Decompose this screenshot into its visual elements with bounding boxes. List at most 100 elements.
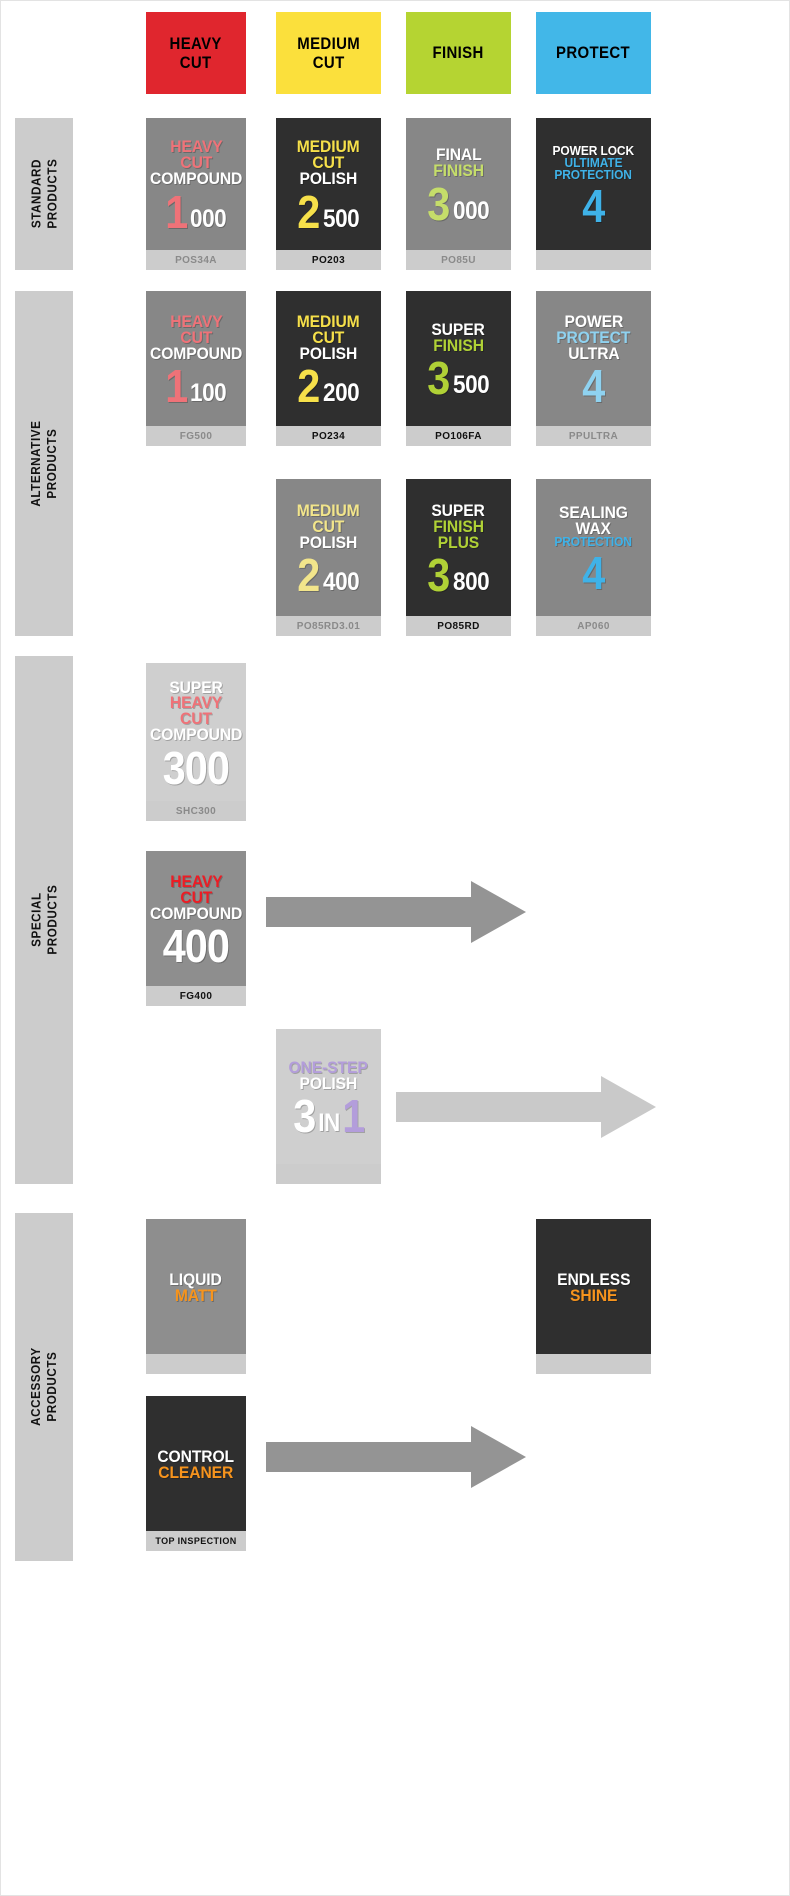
product-number: 300 — [162, 741, 230, 794]
product-number: 3 — [293, 1090, 316, 1143]
product-card-one-step-3in1-body: ONE-STEP POLISH 3 IN 1 — [276, 1029, 381, 1164]
product-title-line2: WAX — [575, 518, 612, 538]
column-header-protect-label: PROTECT — [556, 43, 631, 63]
product-number: 3 — [427, 177, 450, 230]
product-code: POS34A — [146, 250, 246, 270]
product-card-heavy-cut-400[interactable]: HEAVY CUT COMPOUND 400 FG400 — [146, 851, 246, 1006]
product-title-line3: POLISH — [299, 532, 358, 552]
product-card-liquid-matt-body: LIQUID MATT — [146, 1219, 246, 1354]
product-card-heavy-cut-1000[interactable]: HEAVY CUT COMPOUND 1 000 POS34A — [146, 118, 246, 270]
product-code: SHC300 — [146, 801, 246, 821]
product-card-super-finish-plus-3800[interactable]: SUPER FINISH PLUS 3 800 PO85RD — [406, 479, 511, 636]
product-title-line2: FINISH — [433, 516, 484, 536]
product-number-suffix: 800 — [452, 568, 490, 597]
product-code: FG400 — [146, 986, 246, 1006]
product-title-line1: FINAL — [435, 145, 482, 165]
product-card-sealing-wax-4[interactable]: SEALING WAX PROTECTION 4 AP060 — [536, 479, 651, 636]
product-title-line3: PLUS — [437, 532, 480, 552]
product-title-line3: POLISH — [299, 343, 358, 363]
product-title-line2: POLISH — [299, 1073, 358, 1093]
product-title-line2: HEAVY CUT — [169, 693, 223, 729]
product-title-line1: ENDLESS — [556, 1269, 631, 1289]
product-title-line1: SUPER — [431, 500, 486, 520]
product-card-medium-cut-2200[interactable]: MEDIUM CUT POLISH 2 200 PO234 — [276, 291, 381, 446]
product-code-blank — [276, 1164, 381, 1184]
product-code: PO203 — [276, 250, 381, 270]
product-card-power-lock-4[interactable]: POWER LOCK ULTIMATE PROTECTION 4 — [536, 118, 651, 270]
product-card-control-cleaner-body: CONTROL CLEANER — [146, 1396, 246, 1531]
product-code: PO106FA — [406, 426, 511, 446]
product-number-group: 3 500 — [426, 356, 491, 402]
product-title-line3: COMPOUND — [149, 343, 243, 363]
product-number-group: 2 500 — [296, 189, 361, 235]
product-code: PO234 — [276, 426, 381, 446]
product-title-line3: PROTECTION — [554, 167, 633, 183]
product-number-suffix: IN — [317, 1109, 340, 1138]
product-number-group: 4 — [581, 363, 606, 409]
product-number-suffix: 500 — [452, 371, 490, 400]
product-number-group: 2 200 — [296, 360, 361, 413]
product-code — [536, 250, 651, 270]
arrow-right-icon-heavy-cut-400 — [266, 881, 526, 943]
product-card-super-finish-3500[interactable]: SUPER FINISH 3 500 PO106FA — [406, 291, 511, 446]
product-card-one-step-3in1[interactable]: ONE-STEP POLISH 3 IN 1 — [276, 1029, 381, 1184]
product-title-line3: COMPOUND — [149, 724, 243, 744]
product-title-line2: CLEANER — [158, 1462, 234, 1482]
product-card-endless-shine[interactable]: ENDLESS SHINE — [536, 1219, 651, 1374]
product-card-power-protect-ultra-4[interactable]: POWER PROTECT ULTRA 4 PPULTRA — [536, 291, 651, 446]
product-title-line2: FINISH — [433, 161, 484, 181]
column-header-finish-label: FINISH — [432, 43, 485, 63]
product-title-line1: SUPER — [169, 677, 223, 697]
product-card-medium-cut-2500-body: MEDIUM CUT POLISH 2 500 — [276, 118, 381, 250]
product-card-control-cleaner[interactable]: CONTROL CLEANER TOP INSPECTION — [146, 1396, 246, 1551]
product-title-line3: COMPOUND — [149, 903, 243, 923]
product-number-group: 3 800 — [426, 549, 491, 602]
product-number: 3 — [427, 549, 450, 602]
product-number-suffix: 000 — [190, 204, 227, 233]
product-code: PPULTRA — [536, 426, 651, 446]
product-title-line2: FINISH — [433, 335, 484, 355]
product-card-super-heavy-cut-300-body: SUPER HEAVY CUT COMPOUND 300 — [146, 663, 246, 801]
product-number-suffix: 400 — [322, 568, 360, 597]
product-title-line1: ONE-STEP — [288, 1057, 369, 1077]
product-title-line3: PROTECTION — [554, 534, 633, 550]
product-number: 1 — [164, 185, 188, 238]
product-card-medium-cut-2400[interactable]: MEDIUM CUT POLISH 2 400 PO85RD3.01 — [276, 479, 381, 636]
product-number-suffix2: 1 — [341, 1090, 365, 1143]
product-title-line2: CUT — [180, 153, 212, 173]
product-card-final-finish-3000[interactable]: FINAL FINISH 3 000 PO85U — [406, 118, 511, 270]
product-code: FG500 — [146, 426, 246, 446]
product-card-medium-cut-2500[interactable]: MEDIUM CUT POLISH 2 500 PO203 — [276, 118, 381, 270]
product-number-suffix: 000 — [452, 196, 490, 225]
arrow-right-icon-one-step — [396, 1076, 656, 1138]
product-title-line1: LIQUID — [169, 1269, 223, 1289]
product-card-super-heavy-cut-300[interactable]: SUPER HEAVY CUT COMPOUND 300 SHC300 — [146, 663, 246, 821]
product-card-power-lock-4-body: POWER LOCK ULTIMATE PROTECTION 4 — [536, 118, 651, 250]
column-header-finish: FINISH — [406, 12, 511, 94]
product-card-final-finish-3000-body: FINAL FINISH 3 000 — [406, 118, 511, 250]
product-card-liquid-matt[interactable]: LIQUID MATT — [146, 1219, 246, 1374]
product-title-line2: ULTIMATE — [564, 155, 623, 171]
product-title-line2: PROTECT — [556, 327, 631, 347]
product-card-super-finish-3500-body: SUPER FINISH 3 500 — [406, 291, 511, 426]
product-card-sealing-wax-4-body: SEALING WAX PROTECTION 4 — [536, 479, 651, 616]
product-number-group: 3 000 — [426, 177, 491, 230]
product-code: PO85RD — [406, 616, 511, 636]
product-title-line1: HEAVY — [169, 871, 223, 891]
product-title-line2: MATT — [175, 1285, 217, 1305]
product-title-line1: MEDIUM — [297, 500, 360, 520]
product-number-group: 4 — [581, 551, 606, 597]
product-card-heavy-cut-1100[interactable]: HEAVY CUT COMPOUND 1 100 FG500 — [146, 291, 246, 446]
product-title-line1: HEAVY — [169, 311, 223, 331]
product-title-line1: SUPER — [431, 319, 486, 339]
product-code: PO85U — [406, 250, 511, 270]
product-card-heavy-cut-1000-body: HEAVY CUT COMPOUND 1 000 — [146, 118, 246, 250]
product-number: 2 — [297, 360, 320, 413]
product-number-suffix: 500 — [322, 204, 360, 233]
